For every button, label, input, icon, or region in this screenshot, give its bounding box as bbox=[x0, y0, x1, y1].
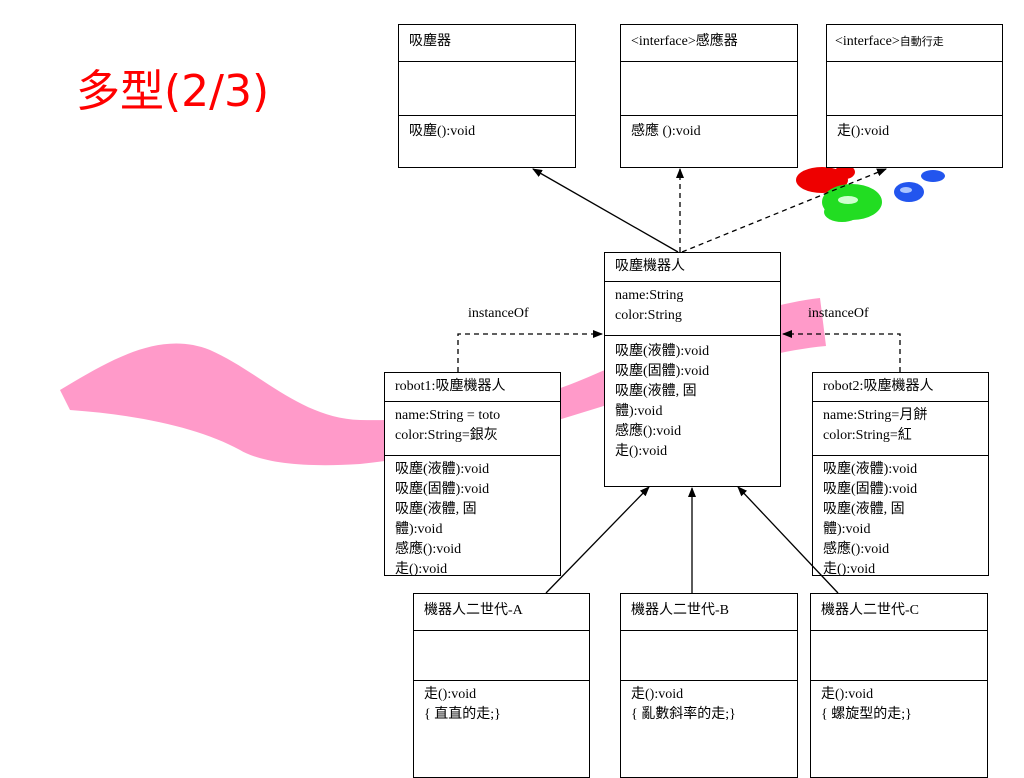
attribute-line: name:String=月餅 bbox=[823, 408, 928, 423]
methods-section: 走():void { 亂數斜率的走;} bbox=[621, 680, 797, 777]
method-line: 吸塵(液體, 固 bbox=[615, 384, 697, 399]
method-line: 走():void bbox=[615, 444, 668, 459]
method-line: 感應():void bbox=[615, 424, 682, 439]
method-line: 吸塵(固體):void bbox=[615, 364, 710, 379]
class-name-suffix: 自動行走 bbox=[899, 36, 944, 48]
method-line: 感應():void bbox=[823, 542, 890, 557]
pink-brush-stroke bbox=[60, 298, 826, 466]
class-name: 吸塵機器人 bbox=[615, 259, 685, 274]
class-name: 機器人二世代-C bbox=[821, 603, 919, 618]
method-line: { 亂數斜率的走;} bbox=[631, 707, 736, 722]
class-sensor: <interface>感應器 感應 ():void bbox=[620, 24, 798, 168]
blue-swoosh bbox=[921, 170, 945, 182]
class-autowalk: <interface>自動行走 走():void bbox=[826, 24, 1003, 168]
method-line: 吸塵(液體):void bbox=[615, 344, 710, 359]
class-name-section: 機器人二世代-B bbox=[621, 594, 797, 630]
methods-section: 吸塵():void bbox=[399, 115, 575, 167]
method-line: 走():void bbox=[424, 687, 477, 702]
methods-section: 走():void { 螺旋型的走;} bbox=[811, 680, 987, 777]
attribute-line: color:String=紅 bbox=[823, 428, 912, 443]
class-name-section: <interface>自動行走 bbox=[827, 25, 1002, 61]
method-line: 體):void bbox=[395, 522, 443, 537]
attributes-section bbox=[414, 630, 589, 680]
class-name-section: 機器人二世代-A bbox=[414, 594, 589, 630]
instance-of-label-right: instanceOf bbox=[808, 306, 869, 321]
green-blob-lower bbox=[824, 202, 860, 222]
green-blob-highlight bbox=[838, 196, 858, 204]
method-line: 吸塵(液體, 固 bbox=[823, 502, 905, 517]
class-name-section: robot2:吸塵機器人 bbox=[813, 373, 988, 401]
attributes-section bbox=[621, 630, 797, 680]
attribute-line: name:String = toto bbox=[395, 408, 501, 423]
method-line: 走():void bbox=[631, 687, 684, 702]
class-name: 機器人二世代-A bbox=[424, 603, 523, 618]
object-name: robot2:吸塵機器人 bbox=[823, 379, 934, 394]
instance-of-label-left: instanceOf bbox=[468, 306, 529, 321]
method-line: 體):void bbox=[823, 522, 871, 537]
class-name-section: 吸塵器 bbox=[399, 25, 575, 61]
class-gen2c: 機器人二世代-C 走():void { 螺旋型的走;} bbox=[810, 593, 988, 778]
method-line: 吸塵(固體):void bbox=[823, 482, 918, 497]
attribute-line: name:String bbox=[615, 288, 684, 303]
color-blobs bbox=[796, 165, 945, 222]
class-gen2a: 機器人二世代-A 走():void { 直直的走;} bbox=[413, 593, 590, 778]
object-name: robot1:吸塵機器人 bbox=[395, 379, 506, 394]
page-title: 多型(2/3) bbox=[76, 66, 270, 117]
class-name-section: robot1:吸塵機器人 bbox=[385, 373, 560, 401]
blue-blob-highlight bbox=[900, 187, 912, 193]
class-name: 機器人二世代-B bbox=[631, 603, 729, 618]
methods-section: 吸塵(液體):void 吸塵(固體):void 吸塵(液體, 固 體):void… bbox=[605, 335, 780, 486]
methods-section: 感應 ():void bbox=[621, 115, 797, 167]
class-vacuum: 吸塵器 吸塵():void bbox=[398, 24, 576, 168]
methods-section: 走():void { 直直的走;} bbox=[414, 680, 589, 777]
object-robot1: robot1:吸塵機器人 name:String = toto color:St… bbox=[384, 372, 561, 576]
attributes-section bbox=[827, 61, 1002, 115]
method-line: { 直直的走;} bbox=[424, 707, 501, 722]
attributes-section bbox=[811, 630, 987, 680]
method-line: 走():void bbox=[395, 562, 448, 575]
attributes-section: name:String = toto color:String=銀灰 bbox=[385, 401, 560, 455]
method-line: 走():void bbox=[823, 562, 876, 575]
method-line: 吸塵():void bbox=[409, 124, 476, 139]
class-name-section: 機器人二世代-C bbox=[811, 594, 987, 630]
method-line: 感應 ():void bbox=[631, 124, 701, 139]
attributes-section bbox=[399, 61, 575, 115]
attribute-line: color:String=銀灰 bbox=[395, 428, 498, 443]
methods-section: 吸塵(液體):void 吸塵(固體):void 吸塵(液體, 固 體):void… bbox=[385, 455, 560, 575]
attributes-section bbox=[621, 61, 797, 115]
class-gen2b: 機器人二世代-B 走():void { 亂數斜率的走;} bbox=[620, 593, 798, 778]
method-line: 吸塵(液體):void bbox=[395, 462, 490, 477]
method-line: 走():void bbox=[837, 124, 890, 139]
method-line: 吸塵(液體, 固 bbox=[395, 502, 477, 517]
method-line: 吸塵(液體):void bbox=[823, 462, 918, 477]
attribute-line: color:String bbox=[615, 308, 682, 323]
methods-section: 吸塵(液體):void 吸塵(固體):void 吸塵(液體, 固 體):void… bbox=[813, 455, 988, 575]
method-line: { 螺旋型的走;} bbox=[821, 707, 912, 722]
class-name-section: 吸塵機器人 bbox=[605, 253, 780, 281]
class-name-prefix: <interface> bbox=[835, 34, 900, 49]
attributes-section: name:String=月餅 color:String=紅 bbox=[813, 401, 988, 455]
object-robot2: robot2:吸塵機器人 name:String=月餅 color:String… bbox=[812, 372, 989, 576]
method-line: 吸塵(固體):void bbox=[395, 482, 490, 497]
class-name-section: <interface>感應器 bbox=[621, 25, 797, 61]
method-line: 體):void bbox=[615, 404, 663, 419]
class-name: <interface>感應器 bbox=[631, 34, 738, 49]
class-robot: 吸塵機器人 name:String color:String 吸塵(液體):vo… bbox=[604, 252, 781, 487]
methods-section: 走():void bbox=[827, 115, 1002, 167]
method-line: 感應():void bbox=[395, 542, 462, 557]
class-name: 吸塵器 bbox=[409, 34, 451, 49]
method-line: 走():void bbox=[821, 687, 874, 702]
attributes-section: name:String color:String bbox=[605, 281, 780, 335]
